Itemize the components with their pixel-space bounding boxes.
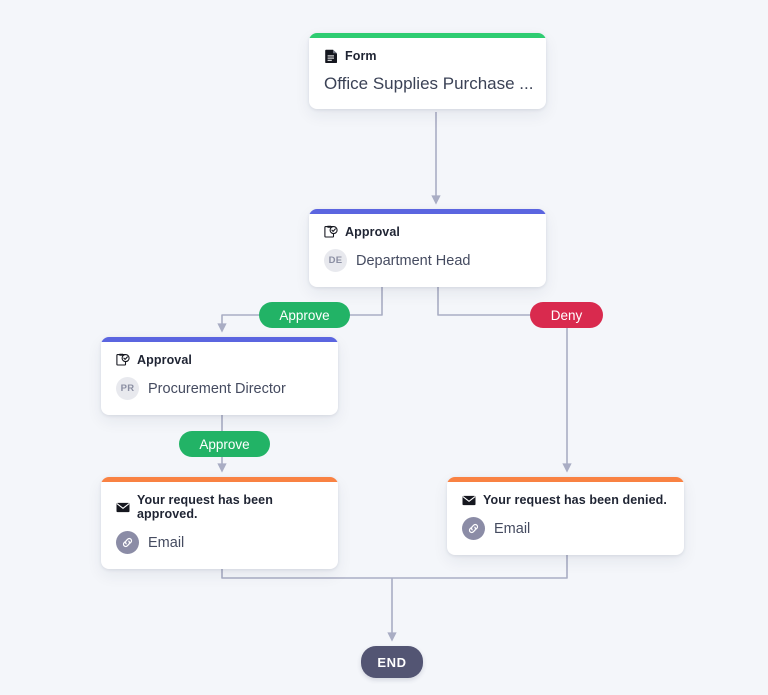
avatar: DE — [324, 249, 347, 272]
node-type-label: Approval — [345, 225, 400, 239]
envelope-icon — [462, 493, 476, 507]
node-type-row: Your request has been approved. — [116, 493, 323, 521]
node-email-approved[interactable]: Your request has been approved. Email — [101, 477, 338, 569]
node-form-title: Office Supplies Purchase ... — [324, 74, 534, 93]
node-assignee-row: PR Procurement Director — [116, 377, 323, 400]
edge-email-denied-to-end — [392, 554, 568, 579]
node-assignee-row: Email — [462, 517, 669, 540]
node-accent-bar — [101, 337, 338, 342]
node-type-row: Approval — [324, 225, 531, 239]
avatar: PR — [116, 377, 139, 400]
node-assignee-row: Email — [116, 531, 323, 554]
assignee-label: Email — [148, 534, 185, 551]
document-icon — [324, 49, 338, 63]
node-type-row: Your request has been denied. — [462, 493, 669, 507]
node-type-row: Form — [324, 49, 531, 63]
node-form[interactable]: Form Office Supplies Purchase ... — [309, 33, 546, 109]
node-assignee-row: DE Department Head — [324, 249, 531, 272]
clipboard-check-icon — [116, 353, 130, 367]
node-accent-bar — [309, 33, 546, 38]
assignee-label: Email — [494, 520, 531, 537]
node-accent-bar — [447, 477, 684, 482]
node-type-label: Form — [345, 49, 377, 63]
branch-label-approve-1[interactable]: Approve — [259, 302, 350, 328]
assignee-label: Department Head — [356, 252, 471, 269]
node-type-row: Approval — [116, 353, 323, 367]
link-icon — [462, 517, 485, 540]
branch-label-approve-2[interactable]: Approve — [179, 431, 270, 457]
node-email-denied[interactable]: Your request has been denied. Email — [447, 477, 684, 555]
node-approval-department-head[interactable]: Approval DE Department Head — [309, 209, 546, 287]
envelope-icon — [116, 500, 130, 514]
node-accent-bar — [309, 209, 546, 214]
link-icon — [116, 531, 139, 554]
assignee-label: Procurement Director — [148, 380, 286, 397]
node-type-label: Your request has been denied. — [483, 493, 667, 507]
node-end[interactable]: END — [361, 646, 423, 678]
node-type-label: Your request has been approved. — [137, 493, 273, 521]
clipboard-check-icon — [324, 225, 338, 239]
node-accent-bar — [101, 477, 338, 482]
branch-label-deny-1[interactable]: Deny — [530, 302, 603, 328]
node-approval-procurement-director[interactable]: Approval PR Procurement Director — [101, 337, 338, 415]
node-type-label: Approval — [137, 353, 192, 367]
